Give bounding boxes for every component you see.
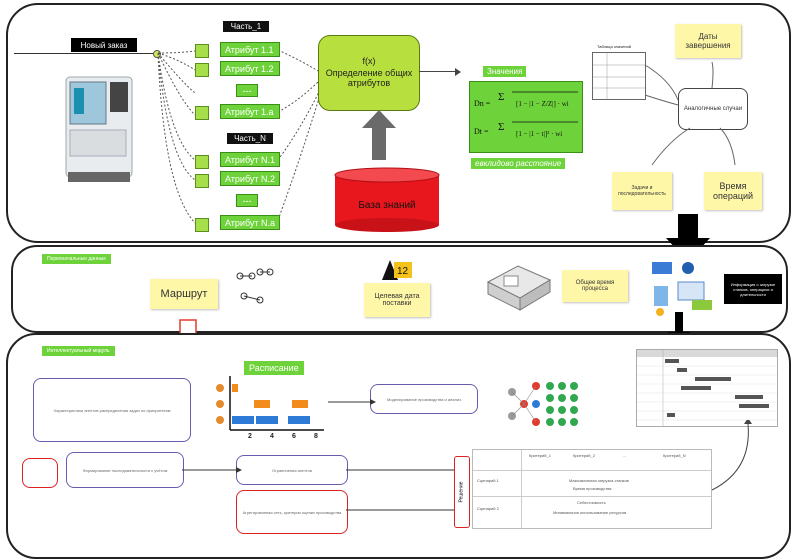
partN-label: Часть_N <box>227 133 273 144</box>
bottom-title: Интеллектуальный модуль <box>42 346 115 356</box>
crit-header-5: Критерий_N <box>663 453 686 458</box>
criteria-table: Критерий_1 Критерий_2 ... Критерий_N Сце… <box>472 449 712 529</box>
crit-line-1: Максимальная загрузка станков <box>569 478 629 483</box>
simulation-box: Моделирование производства и анализ <box>370 384 478 414</box>
input-line <box>14 53 154 54</box>
gantt-tick-8: 8 <box>314 433 318 440</box>
euclid-label: евклидово расстояние <box>471 158 566 169</box>
return-connector <box>711 420 752 491</box>
big-gantt <box>636 349 778 427</box>
machine-info-note: Информация о загрузке станков, операциях… <box>724 274 782 304</box>
svg-text:12: 12 <box>397 266 409 277</box>
gantt-tick-4: 4 <box>270 433 274 440</box>
crit-row-2: Сценарий 2 <box>477 506 499 511</box>
svg-text:Dt =: Dt = <box>474 127 489 136</box>
fx-label: f(x) <box>362 56 376 66</box>
part-3d-image <box>486 265 552 311</box>
attr-1-dots: --- <box>236 84 258 97</box>
route-icon <box>236 268 274 304</box>
svg-text:[1 − |1 − Z/Z|] · wi: [1 − |1 − Z/Z|] · wi <box>516 100 569 108</box>
svg-text:[1 − |1 − t|]² · wi: [1 − |1 − t|]² · wi <box>516 130 562 138</box>
values-table <box>592 52 646 100</box>
attr-n-1-square <box>195 155 209 169</box>
fx-title: Определение общих атрибутов <box>325 68 413 88</box>
fx-arrow-right <box>419 71 457 72</box>
attr-n-1: Атрибут N.1 <box>220 152 280 167</box>
attr-1-2-square <box>195 63 209 77</box>
attr-1-1-square <box>195 44 209 58</box>
crit-line-2: Время производства <box>573 486 612 491</box>
junction-dot <box>153 50 161 58</box>
crit-hline-1 <box>473 470 711 471</box>
calendar-icon: 12 <box>382 260 412 280</box>
crit-line-3: Себестоимость <box>577 500 606 505</box>
up-arrow <box>362 110 396 160</box>
gantt-tick-2: 2 <box>248 433 252 440</box>
target-date-sticky: Целевая дата поставки <box>364 283 430 317</box>
values-table-title: Таблица значений <box>597 44 631 49</box>
analog-cases-box: Аналогичные случаи <box>678 88 748 130</box>
crit-header-4: ... <box>623 453 627 458</box>
attr-n-a: Атрибут N.a <box>220 215 280 230</box>
fx-box: f(x) Определение общих атрибутов <box>318 35 420 111</box>
svg-text:Dn =: Dn = <box>474 99 491 108</box>
database-label: База знаний <box>358 200 416 211</box>
formula-block: Dn = Σ [1 − |1 − Z/Z|] · wi Dt = Σ [1 − … <box>469 81 583 153</box>
mini-gantt <box>216 376 324 431</box>
part1-label: Часть_1 <box>223 21 269 32</box>
crit-row-1: Сценарий 1 <box>477 478 499 483</box>
decision-box: Решение <box>454 456 470 528</box>
attr-n-dots: --- <box>236 194 258 207</box>
attr-n-2: Атрибут N.2 <box>220 171 280 186</box>
bottom-connectors <box>182 399 454 511</box>
decision-label: Решение <box>459 481 465 503</box>
middle-title: Первоначальные данные <box>42 254 111 264</box>
crit-header-3: Критерий_2 <box>573 453 595 458</box>
crit-hline-2 <box>473 496 711 497</box>
dates-sticky: Даты завершения <box>675 24 741 58</box>
attr-1-1: Атрибут 1.1 <box>220 42 280 57</box>
factory-illustration <box>652 262 712 316</box>
svg-text:Σ: Σ <box>498 91 504 103</box>
gantt-tick-6: 6 <box>292 433 296 440</box>
attr-n-a-square <box>195 218 209 232</box>
fanout-connectors <box>157 49 321 224</box>
attr-1-a-square <box>195 106 209 120</box>
attr-n-2-square <box>195 174 209 188</box>
process-time-sticky: Общее время процесса <box>562 270 628 302</box>
crit-header-2: Критерий_1 <box>529 453 551 458</box>
schedule-label: Расписание <box>244 361 304 375</box>
red-small-box <box>22 458 58 488</box>
tasks-sticky: Задачи и последовательность <box>612 172 672 210</box>
cnc-machine-image <box>58 72 140 187</box>
network-graph <box>508 382 578 426</box>
values-title: Значения <box>483 66 527 77</box>
fx-arrow-right-head <box>455 68 461 76</box>
crit-vline <box>521 450 522 528</box>
attr-1-a: Атрибут 1.a <box>220 104 280 119</box>
route-sticky: Маршрут <box>150 279 218 309</box>
network-box: Агрегированная сеть, критерии оценки про… <box>236 490 348 534</box>
crit-line-4: Минимальное использование ресурсов <box>553 510 627 515</box>
database-cylinder <box>334 167 440 232</box>
ops-time-sticky: Время операций <box>704 172 762 210</box>
svg-text:Σ: Σ <box>498 121 504 133</box>
attr-1-2: Атрибут 1.2 <box>220 61 280 76</box>
constraints-box: Ограничения агентов <box>236 455 348 485</box>
analog-connectors <box>644 61 736 166</box>
agents-box: Характеристики агентов распределения зад… <box>33 378 191 442</box>
sequence-box: Формирование последовательности с учётом <box>66 452 184 488</box>
new-order-label: Новый заказ <box>71 38 137 52</box>
